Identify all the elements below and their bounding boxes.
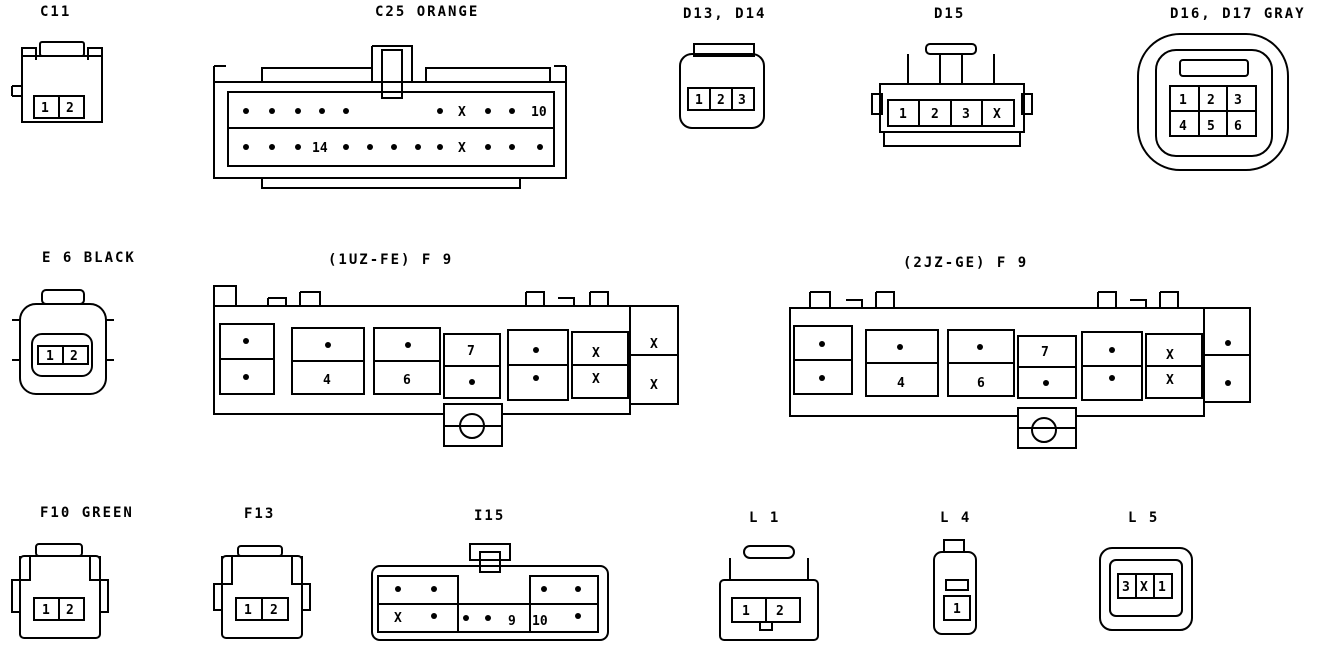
c25-pin-x-bottom: X bbox=[458, 141, 466, 156]
l5-pin-x: X bbox=[1140, 580, 1148, 595]
d13-pin-1: 1 bbox=[695, 93, 703, 108]
connector-f10 bbox=[11, 543, 109, 639]
d16-pin-5: 5 bbox=[1207, 119, 1215, 134]
connector-f13 bbox=[213, 545, 311, 639]
d13-d14-title: D13, D14 bbox=[683, 6, 767, 22]
c25-title: C25 ORANGE bbox=[375, 4, 480, 20]
f9b-pin-x2: X bbox=[1166, 373, 1174, 388]
l4-pin-1: 1 bbox=[953, 602, 961, 617]
d16-pin-4: 4 bbox=[1179, 119, 1187, 134]
f9b-pin-7: 7 bbox=[1041, 345, 1049, 360]
c11-pin-1: 1 bbox=[41, 101, 49, 116]
f9a-pin-x2: X bbox=[592, 372, 600, 387]
f9b-pin-6: 6 bbox=[977, 376, 985, 391]
connector-i15 bbox=[371, 543, 609, 641]
f13-title: F13 bbox=[244, 506, 276, 522]
l5-pin-3: 3 bbox=[1122, 580, 1130, 595]
f9a-pin-x4: X bbox=[650, 378, 658, 393]
connector-l1 bbox=[719, 545, 819, 641]
c11-pin-2: 2 bbox=[66, 101, 74, 116]
connector-f9-2jz bbox=[789, 291, 1251, 449]
d16-d17-title: D16, D17 GRAY bbox=[1170, 6, 1306, 22]
f9b-pin-4: 4 bbox=[897, 376, 905, 391]
e6-pin-1: 1 bbox=[46, 349, 54, 364]
c25-pin-14: 14 bbox=[312, 141, 328, 156]
f9a-pin-6: 6 bbox=[403, 373, 411, 388]
f9-1uz-title: (1UZ-FE) F 9 bbox=[328, 252, 454, 268]
d16-pin-1: 1 bbox=[1179, 93, 1187, 108]
pin-dividers bbox=[58, 86, 1250, 622]
l1-pin-1: 1 bbox=[742, 604, 750, 619]
d15-pin-2: 2 bbox=[931, 107, 939, 122]
d13-pin-2: 2 bbox=[717, 93, 725, 108]
connector-d15 bbox=[871, 43, 1033, 147]
e6-title: E 6 BLACK bbox=[42, 250, 136, 266]
f13-pin-1: 1 bbox=[244, 603, 252, 618]
connector-d13-d14 bbox=[679, 43, 765, 129]
d16-pin-6: 6 bbox=[1234, 119, 1242, 134]
f9-2jz-title: (2JZ-GE) F 9 bbox=[903, 255, 1029, 271]
f9a-pin-x1: X bbox=[592, 346, 600, 361]
f13-pin-2: 2 bbox=[270, 603, 278, 618]
c11-title: C11 bbox=[40, 4, 72, 20]
c25-pin-x-top: X bbox=[458, 105, 466, 120]
connector-e6 bbox=[12, 289, 114, 395]
f10-pin-1: 1 bbox=[42, 603, 50, 618]
i15-pin-9: 9 bbox=[508, 614, 516, 629]
l1-title: L 1 bbox=[749, 510, 781, 526]
connector-c25 bbox=[213, 45, 567, 189]
f9a-pin-7: 7 bbox=[467, 344, 475, 359]
d16-pin-2: 2 bbox=[1207, 93, 1215, 108]
connector-d16-d17 bbox=[1137, 33, 1289, 171]
connector-l4 bbox=[933, 539, 977, 635]
d16-pin-3: 3 bbox=[1234, 93, 1242, 108]
l1-pin-2: 2 bbox=[776, 604, 784, 619]
f9a-pin-x3: X bbox=[650, 337, 658, 352]
e6-pin-2: 2 bbox=[70, 349, 78, 364]
d15-pin-1: 1 bbox=[899, 107, 907, 122]
l4-title: L 4 bbox=[940, 510, 972, 526]
f10-pin-2: 2 bbox=[66, 603, 74, 618]
c25-pin-10: 10 bbox=[531, 105, 547, 120]
i15-pin-x: X bbox=[394, 611, 402, 626]
d15-pin-x: X bbox=[993, 107, 1001, 122]
f9b-pin-x1: X bbox=[1166, 348, 1174, 363]
d13-pin-3: 3 bbox=[738, 93, 746, 108]
i15-pin-10: 10 bbox=[532, 614, 548, 629]
i15-title: I15 bbox=[474, 508, 506, 524]
l5-title: L 5 bbox=[1128, 510, 1160, 526]
f10-title: F10 GREEN bbox=[40, 505, 134, 521]
pin-labels: 1 2 X 10 14 X 1 2 3 1 2 3 X 1 2 3 4 5 6 … bbox=[41, 93, 1242, 629]
l5-pin-1: 1 bbox=[1158, 580, 1166, 595]
connector-c11 bbox=[11, 41, 103, 123]
f9a-pin-4: 4 bbox=[323, 373, 331, 388]
d15-pin-3: 3 bbox=[962, 107, 970, 122]
empty-cavity-dots bbox=[243, 108, 1231, 621]
d15-title: D15 bbox=[934, 6, 966, 22]
connector-l5 bbox=[1099, 547, 1193, 631]
